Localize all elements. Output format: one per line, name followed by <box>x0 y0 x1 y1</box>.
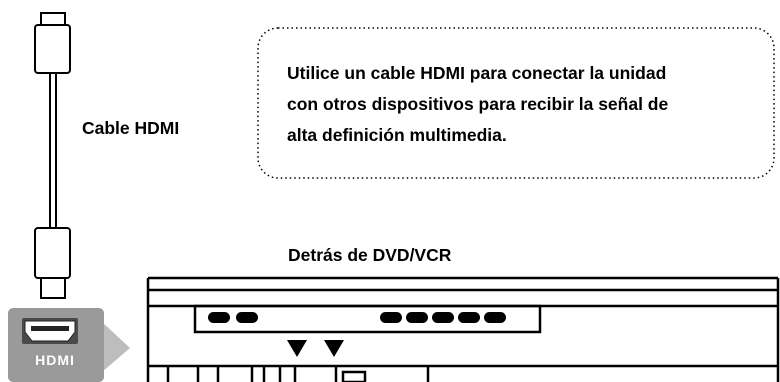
device-label: Detrás de DVD/VCR <box>288 245 452 265</box>
down-arrow-icons <box>287 340 344 357</box>
down-arrow-icon <box>287 340 307 357</box>
device-button <box>380 312 402 323</box>
down-arrow-icon <box>324 340 344 357</box>
callout-line: Utilice un cable HDMI para conectar la u… <box>287 63 667 83</box>
hdmi-port-panel <box>8 308 130 382</box>
cable-bottom-connector <box>34 227 71 299</box>
cable-top-connector <box>34 12 71 74</box>
device-button <box>236 312 258 323</box>
callout-box <box>257 27 775 179</box>
port-label: HDMI <box>35 352 75 368</box>
device-button <box>484 312 506 323</box>
device-button <box>208 312 230 323</box>
cable-label: Cable HDMI <box>82 118 180 138</box>
callout-line: alta definición multimedia. <box>287 125 507 145</box>
device-button <box>458 312 480 323</box>
dvd-vcr-device <box>146 276 780 382</box>
device-button <box>406 312 428 323</box>
device-buttons <box>208 312 506 323</box>
callout-text: Utilice un cable HDMI para conectar la u… <box>287 58 757 151</box>
device-button <box>432 312 454 323</box>
callout-line: con otros dispositivos para recibir la s… <box>287 94 669 114</box>
hdmi-cable-wire <box>49 73 57 228</box>
